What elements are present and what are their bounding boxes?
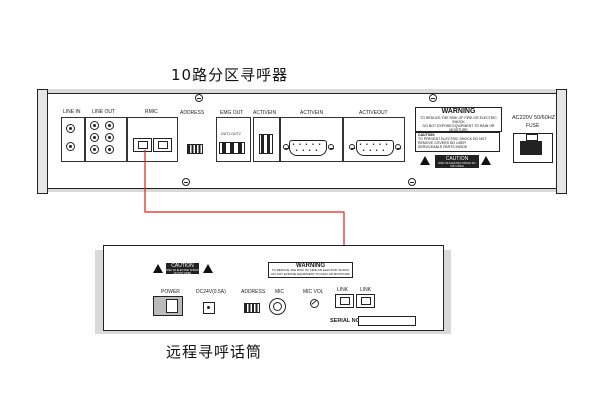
bottom-device-title: 远程寻呼话筒: [166, 343, 263, 361]
line-out-jack-3[interactable]: [90, 133, 99, 142]
link-port-1[interactable]: [335, 294, 354, 308]
top-caution-sub: RISK OF ELECTRIC SHOCK DO NOT OPEN: [438, 162, 476, 168]
top-screw-top: [195, 94, 203, 102]
dc-jack-pin: [207, 306, 210, 309]
top-caution-label-box: CAUTION RISK OF ELECTRIC SHOCK DO NOT OP…: [435, 155, 479, 168]
mic-vol-label: MIC VOL: [303, 289, 324, 295]
link-label-2: LINK: [360, 287, 372, 293]
emg-out-terminal[interactable]: [219, 142, 245, 154]
top-exclamation-warning-icon: [481, 156, 491, 165]
top-warning-text1: TO REDUCE THE RISK OF FIRE OR ELECTRIC S…: [420, 116, 497, 124]
address-label: ADDRESS: [180, 110, 205, 116]
bottom-caution-label: CAUTION: [171, 263, 194, 269]
bottom-caution-label-box: CAUTION RISK OF ELECTRIC SHOCK DO NOT OP…: [166, 263, 199, 275]
dc-label: DC24V(0.5A): [196, 289, 226, 295]
bottom-warning-box: WARNING TO REDUCE THE RISK OF FIRE OR EL…: [268, 262, 353, 278]
fuse-label: FUSE: [526, 123, 540, 129]
top-screw-bottom-right: [408, 178, 416, 186]
line-out-jack-2[interactable]: [105, 121, 114, 130]
bottom-address-dip-switch[interactable]: [244, 303, 260, 313]
line-out-jack-1[interactable]: [90, 121, 99, 130]
bottom-lightning-warning-icon: [153, 264, 163, 273]
top-lightning-warning-icon: [420, 156, 430, 165]
activein-label: ACTIVEIN: [300, 110, 324, 116]
power-label: POWER: [161, 289, 180, 295]
top-caution-text2: REMOVE COVERS NO USER: [418, 141, 466, 145]
activein-screw-left: [283, 144, 289, 150]
line-out-jack-6[interactable]: [105, 145, 114, 154]
activeout-screw-left: [349, 144, 355, 150]
bottom-warning-text2: DO NOT EXPOSE EQUIPMENT TO RAIN OR MOIST…: [271, 271, 350, 276]
ac-fuse-drawer[interactable]: [526, 134, 538, 141]
ac-socket-inner: [520, 141, 542, 155]
top-warning-title: WARNING: [441, 108, 476, 115]
emg-out-label: EMG OUT: [220, 110, 244, 116]
line-out-jack-5[interactable]: [90, 145, 99, 154]
power-switch-rocker: [166, 299, 178, 313]
rmic-port-2[interactable]: [153, 138, 172, 152]
address-dip-switch[interactable]: [187, 144, 203, 154]
rmic-port-1[interactable]: [133, 138, 152, 152]
line-in-jack-2[interactable]: [66, 142, 75, 151]
serial-label: SERIAL NO:: [330, 318, 362, 324]
activeout-db9-port[interactable]: [356, 140, 394, 156]
activein-small-label: ACTIVEIN: [253, 110, 277, 116]
bottom-warning-text1: TO REDUCE THE RISK OF FIRE OR ELECTRIC S…: [271, 268, 350, 272]
activein-db9-pins: • • • • •• • • •: [291, 142, 323, 154]
line-out-label: LINE OUT: [92, 109, 116, 115]
mic-jack-inner: [273, 302, 282, 311]
top-caution-text-box: CAUTION: TO PREVENT ELECTRIC SHOCK DO NO…: [415, 132, 500, 152]
link-label-1: LINK: [337, 287, 349, 293]
bottom-address-label: ADDRESS: [241, 289, 266, 295]
top-rack-ear-right: [556, 89, 567, 194]
mic-label: MIC: [275, 289, 285, 295]
line-in-label: LINE IN: [63, 109, 81, 115]
top-rack-ear-left: [37, 89, 48, 194]
activeout-db9-pins: • • • • •• • • •: [358, 142, 390, 154]
top-warning-text2: DO NOT EXPOSE EQUIPMENT TO RAIN OR MOIST…: [422, 124, 495, 132]
emg-out-block: [216, 117, 251, 162]
rmic-label: RMIC: [145, 109, 158, 115]
top-screw-bottom-left: [182, 178, 190, 186]
top-caution-text3: SERVICEABLE PARTS INSIDE: [418, 145, 468, 149]
bottom-caution-sub: RISK OF ELECTRIC SHOCK DO NOT OPEN: [166, 269, 199, 275]
line-in-block: [61, 117, 85, 162]
bottom-exclamation-warning-icon: [203, 264, 213, 273]
ac-label: AC220V 50/60HZ: [512, 115, 556, 121]
activein-screw-right: [328, 144, 334, 150]
top-caution-text1: TO PREVENT ELECTRIC SHOCK DO NOT: [418, 137, 487, 141]
top-warning-box: WARNING TO REDUCE THE RISK OF FIRE OR EL…: [415, 107, 502, 132]
emg-out-sublabel: OUT1 OUT2: [221, 132, 241, 136]
serial-field: [358, 316, 416, 326]
activeout-screw-right: [395, 144, 401, 150]
activein-terminal[interactable]: [259, 134, 273, 154]
top-screw-top-right: [429, 94, 437, 102]
bottom-warning-title: WARNING: [296, 263, 325, 269]
top-caution-label: CAUTION: [445, 156, 469, 162]
line-in-jack-1[interactable]: [66, 124, 75, 133]
line-out-jack-4[interactable]: [105, 133, 114, 142]
top-device-title: 10路分区寻呼器: [171, 66, 289, 84]
activeout-label: ACTIVEOUT: [359, 110, 388, 116]
link-port-2[interactable]: [356, 294, 375, 308]
mic-vol-knob[interactable]: [310, 299, 319, 308]
top-caution-title: CAUTION:: [418, 133, 436, 137]
